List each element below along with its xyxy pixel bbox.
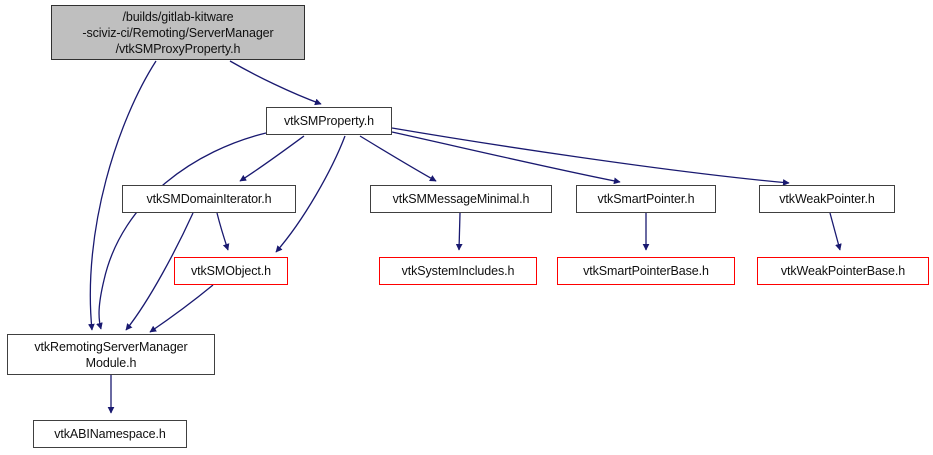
node-vtkabinamespace[interactable]: vtkABINamespace.h xyxy=(33,420,187,448)
edge-property-to-module xyxy=(96,132,267,330)
node-label: vtkSMObject.h xyxy=(191,264,271,278)
edge-weakpointer-to-weakpointerbase xyxy=(829,212,842,251)
node-label: vtkSmartPointer.h xyxy=(597,192,695,206)
node-label: vtkABINamespace.h xyxy=(54,427,166,441)
node-vtksmartpointerbase[interactable]: vtkSmartPointerBase.h xyxy=(557,257,735,285)
edge-smobject-to-module xyxy=(149,284,214,333)
node-vtkremotingservermanagermodule[interactable]: vtkRemotingServerManager Module.h xyxy=(7,334,215,375)
node-label: vtkSMProperty.h xyxy=(284,114,374,128)
edge-messageminimal-to-systemincludes xyxy=(455,212,463,251)
node-label: vtkWeakPointer.h xyxy=(779,192,875,206)
edge-property-to-messageminimal xyxy=(359,135,437,182)
edge-root-to-property xyxy=(229,60,322,106)
node-vtksmobject[interactable]: vtkSMObject.h xyxy=(174,257,288,285)
node-vtksmdomainiterator[interactable]: vtkSMDomainIterator.h xyxy=(122,185,296,213)
edge-domainiterator-to-smobject xyxy=(216,212,230,251)
node-vtkweakpointerbase[interactable]: vtkWeakPointerBase.h xyxy=(757,257,929,285)
node-vtksmproxyproperty[interactable]: /builds/gitlab-kitware -sciviz-ci/Remoti… xyxy=(51,5,305,60)
node-vtkweakpointer[interactable]: vtkWeakPointer.h xyxy=(759,185,895,213)
edge-property-to-domainiterator xyxy=(239,135,305,182)
node-vtksystemincludes[interactable]: vtkSystemIncludes.h xyxy=(379,257,537,285)
edge-property-to-weakpointer xyxy=(391,127,790,186)
edge-property-to-smartpointer xyxy=(391,131,621,185)
node-vtksmproperty[interactable]: vtkSMProperty.h xyxy=(266,107,392,135)
node-label: vtkSmartPointerBase.h xyxy=(583,264,709,278)
node-vtksmmessageminimal[interactable]: vtkSMMessageMinimal.h xyxy=(370,185,552,213)
node-label: vtkSystemIncludes.h xyxy=(401,264,515,278)
node-label: vtkWeakPointerBase.h xyxy=(780,264,906,278)
node-label: vtkSMDomainIterator.h xyxy=(146,192,272,206)
node-label: /builds/gitlab-kitware -sciviz-ci/Remoti… xyxy=(82,9,274,56)
node-label: vtkRemotingServerManager Module.h xyxy=(34,339,188,370)
node-label: vtkSMMessageMinimal.h xyxy=(392,192,530,206)
node-vtksmartpointer[interactable]: vtkSmartPointer.h xyxy=(576,185,716,213)
